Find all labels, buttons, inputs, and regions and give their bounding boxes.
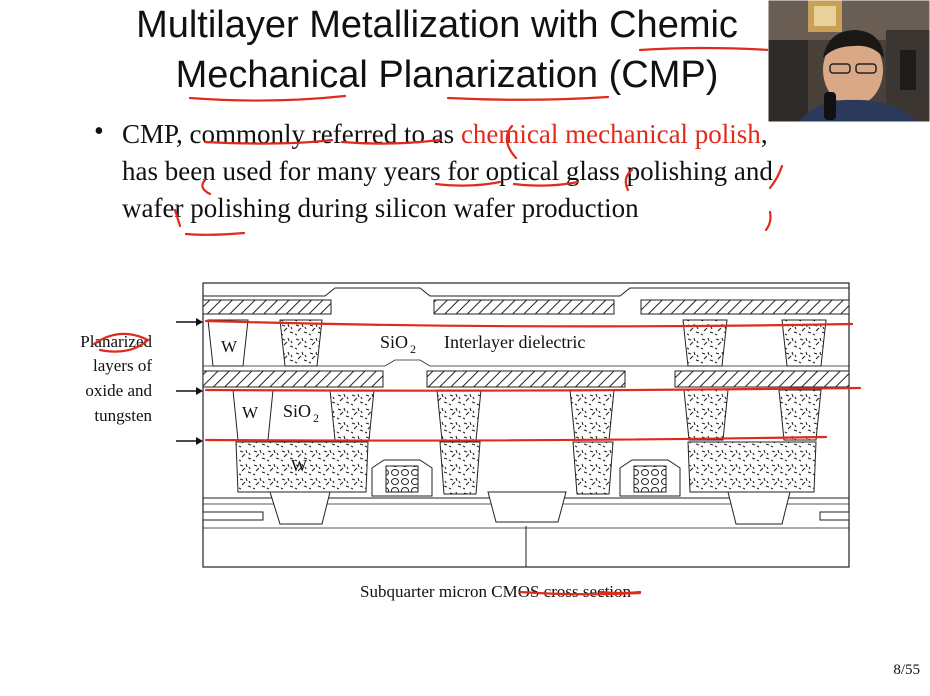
body-segment-plain-2: , has been used for many years for optic… bbox=[122, 119, 773, 223]
slide-title-line1: Multilayer Metallization with Chemic bbox=[136, 4, 738, 46]
tungsten-via bbox=[682, 319, 728, 367]
page-number: 8/55 bbox=[893, 662, 920, 678]
arrow-right-icon bbox=[176, 387, 203, 395]
side-label-line3: oxide and bbox=[85, 381, 152, 400]
label-w-low: W bbox=[291, 456, 308, 475]
side-label-line2: layers of bbox=[92, 356, 152, 375]
metal-line bbox=[433, 299, 615, 315]
metal-line bbox=[202, 370, 384, 388]
side-label-line4: tungsten bbox=[94, 406, 152, 425]
trench-isolation bbox=[269, 491, 331, 525]
tungsten-local-interconnect bbox=[687, 441, 817, 493]
metal-line bbox=[640, 299, 850, 315]
presenter-webcam bbox=[768, 0, 930, 122]
metal-line bbox=[674, 370, 850, 388]
label-sio2-top: SiO bbox=[380, 332, 408, 352]
presenter-video-image bbox=[768, 0, 930, 122]
label-w-top: W bbox=[221, 337, 238, 356]
tungsten-via bbox=[436, 389, 482, 441]
figure-caption: Subquarter micron CMOS cross section bbox=[360, 582, 632, 601]
tungsten-via bbox=[569, 389, 615, 441]
tungsten-contact bbox=[572, 441, 614, 495]
label-sio2-mid-subscript: 2 bbox=[313, 411, 319, 425]
label-sio2-mid: SiO bbox=[283, 401, 311, 421]
slide-title-line2: Mechanical Planarization (CMP) bbox=[175, 54, 719, 96]
tungsten-contact bbox=[439, 441, 481, 495]
tungsten-local-interconnect bbox=[235, 441, 369, 493]
label-sio2-top-subscript: 2 bbox=[410, 342, 416, 356]
label-interlayer-dielectric: Interlayer dielectric bbox=[444, 332, 585, 352]
metal-line bbox=[426, 370, 626, 388]
label-w-mid: W bbox=[242, 403, 259, 422]
trench-isolation bbox=[727, 491, 791, 525]
tungsten-via bbox=[683, 389, 729, 441]
polysilicon-gate bbox=[385, 465, 419, 493]
tungsten-via bbox=[279, 319, 323, 367]
arrow-right-icon bbox=[176, 318, 203, 326]
tungsten-via bbox=[329, 389, 375, 441]
polysilicon-gate bbox=[633, 465, 667, 493]
bullet-icon: • bbox=[94, 116, 104, 147]
tungsten-via bbox=[781, 319, 827, 367]
tungsten-via bbox=[778, 389, 822, 441]
arrow-right-icon bbox=[176, 437, 203, 445]
metal-line bbox=[202, 299, 332, 315]
trench-isolation bbox=[487, 491, 567, 523]
